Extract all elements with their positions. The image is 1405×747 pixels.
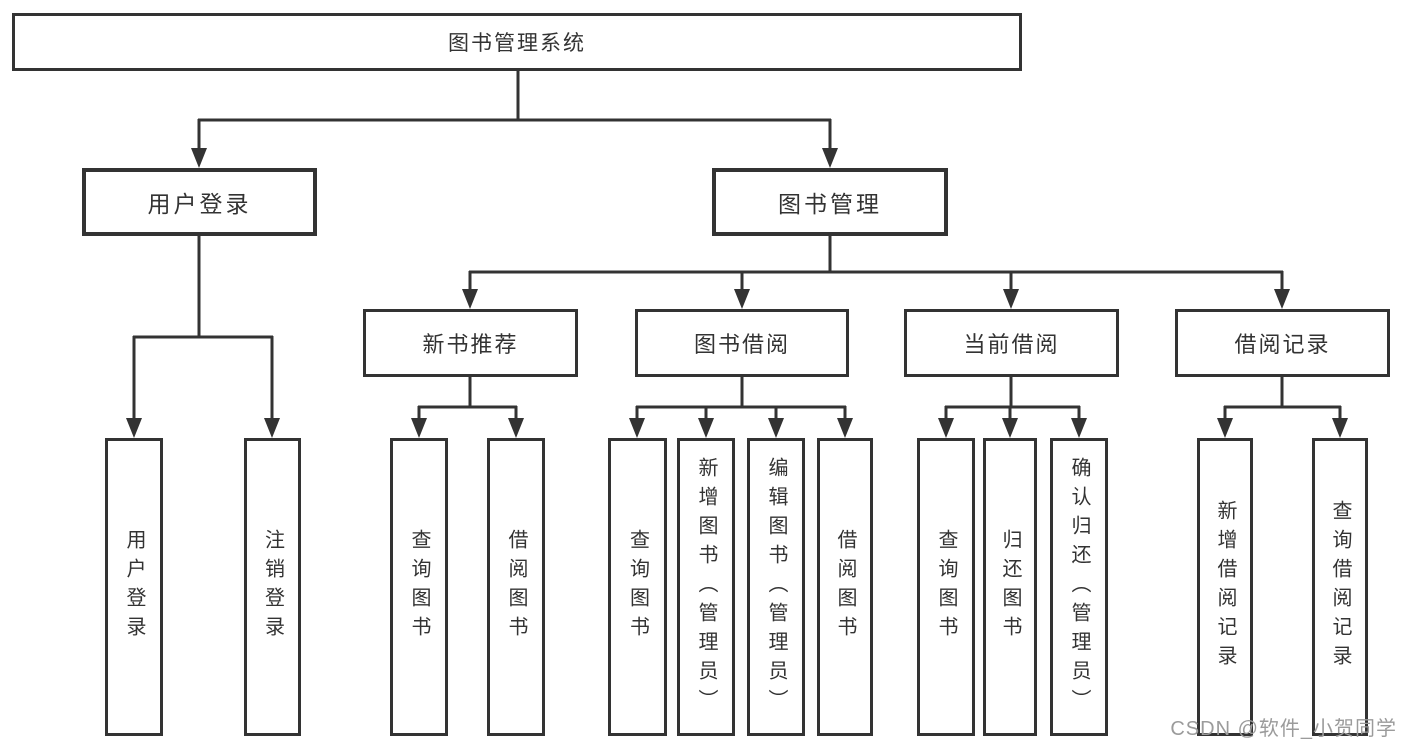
leaf-query-borrow-record: 查询借阅记录 xyxy=(1312,438,1368,736)
leaf-label: 编辑图书（管理员） xyxy=(765,456,787,718)
node-label: 图书借阅 xyxy=(693,332,790,357)
node-new-book-recommend: 新书推荐 xyxy=(363,309,578,377)
node-book-management: 图书管理 xyxy=(712,168,948,236)
leaf-add-book-admin: 新增图书（管理员） xyxy=(677,438,735,736)
leaf-label: 归还图书 xyxy=(999,529,1021,645)
leaf-query-book-recommend: 查询图书 xyxy=(390,438,448,736)
leaf-borrow-book-recommend: 借阅图书 xyxy=(487,438,545,736)
leaf-return-book: 归还图书 xyxy=(983,438,1037,736)
node-label: 图书管理系统 xyxy=(448,32,586,55)
leaf-label: 查询图书 xyxy=(935,529,957,645)
leaf-confirm-return-admin: 确认归还（管理员） xyxy=(1050,438,1108,736)
node-label: 新书推荐 xyxy=(422,332,519,357)
leaf-edit-book-admin: 编辑图书（管理员） xyxy=(747,438,805,736)
leaf-borrow-book: 借阅图书 xyxy=(817,438,873,736)
leaf-label: 用户登录 xyxy=(123,529,145,645)
node-current-borrowing: 当前借阅 xyxy=(904,309,1119,377)
node-book-borrowing: 图书借阅 xyxy=(635,309,849,377)
leaf-query-book-borrowing: 查询图书 xyxy=(608,438,667,736)
leaf-logout: 注销登录 xyxy=(244,438,301,736)
leaf-label: 借阅图书 xyxy=(505,529,527,645)
leaf-label: 新增借阅记录 xyxy=(1214,500,1236,674)
leaf-label: 借阅图书 xyxy=(834,529,856,645)
node-borrow-records: 借阅记录 xyxy=(1175,309,1390,377)
node-library-management-system: 图书管理系统 xyxy=(12,13,1022,71)
leaf-label: 注销登录 xyxy=(261,529,284,645)
leaf-label: 查询图书 xyxy=(626,529,649,645)
node-label: 图书管理 xyxy=(778,191,882,217)
leaf-label: 确认归还（管理员） xyxy=(1068,456,1090,718)
node-label: 用户登录 xyxy=(147,191,252,217)
arrowhead-icons xyxy=(126,148,1348,438)
node-label: 当前借阅 xyxy=(963,332,1060,357)
leaf-query-book-current: 查询图书 xyxy=(917,438,975,736)
leaf-label: 查询图书 xyxy=(408,529,430,645)
leaf-label: 新增图书（管理员） xyxy=(695,456,717,718)
node-user-login: 用户登录 xyxy=(82,168,317,236)
leaf-add-borrow-record: 新增借阅记录 xyxy=(1197,438,1253,736)
leaf-label: 查询借阅记录 xyxy=(1329,500,1351,674)
node-label: 借阅记录 xyxy=(1234,332,1331,357)
csdn-watermark: CSDN @软件_小贺同学 xyxy=(1170,718,1397,740)
leaf-user-login: 用户登录 xyxy=(105,438,163,736)
